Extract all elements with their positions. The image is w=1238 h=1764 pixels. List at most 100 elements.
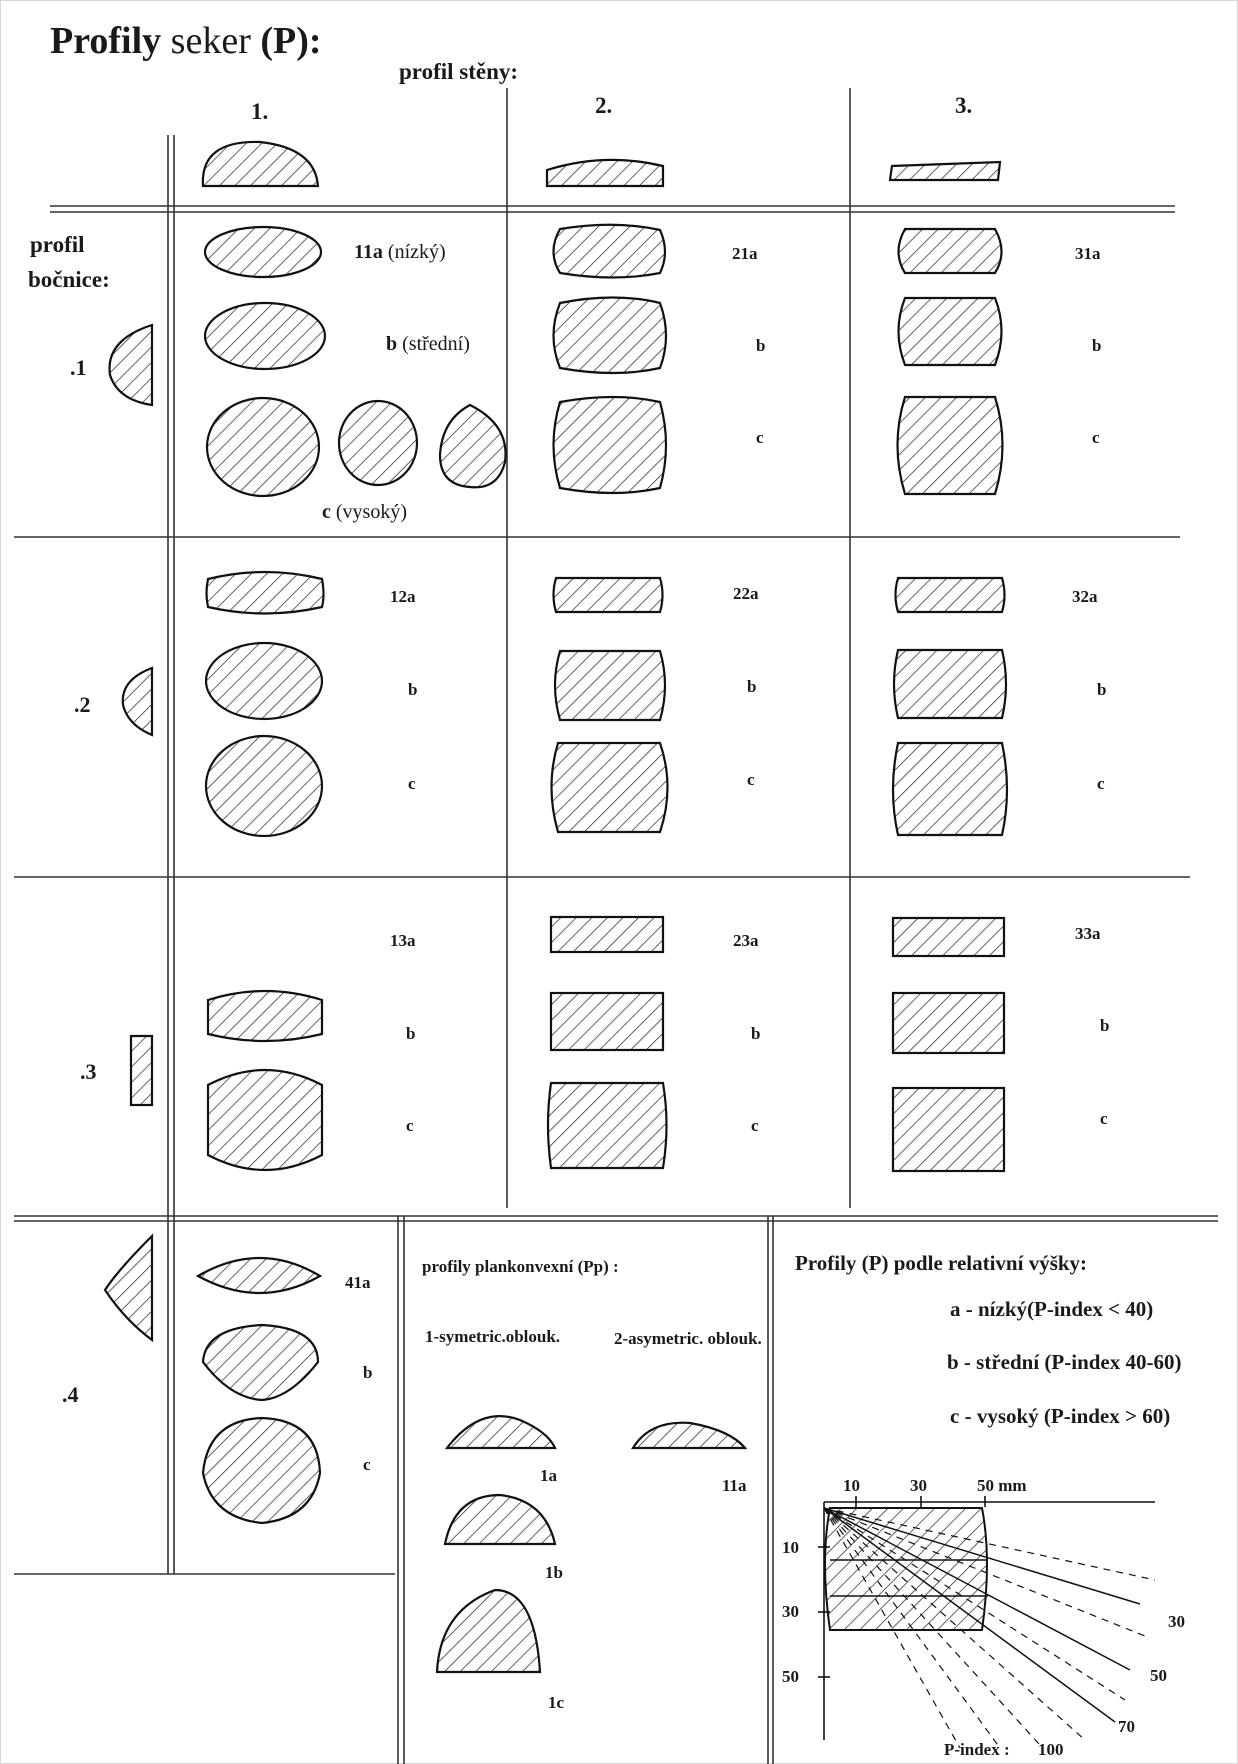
label-12a: 12a (390, 587, 416, 606)
shape-31b (897, 296, 1003, 367)
side-profile-1 (108, 323, 154, 407)
column-header-1: 1. (251, 99, 269, 124)
shape-21c (552, 395, 668, 495)
label-41a: 41a (345, 1273, 371, 1292)
shape-11c-2 (337, 399, 419, 487)
label-33a: 33a (1075, 924, 1101, 943)
shape-12a (205, 570, 325, 615)
p-index-diagram (818, 1496, 1156, 1749)
label-32b: b (1097, 680, 1107, 699)
plankonvex-title: profily plankonvexní (Pp) : (422, 1257, 619, 1276)
wall-profile-2 (545, 158, 665, 188)
shape-23c (546, 1081, 668, 1170)
label-33b: b (1100, 1016, 1110, 1035)
shape-22c (550, 741, 669, 834)
shape-23a (549, 915, 665, 954)
label-13a: 13a (390, 931, 416, 950)
shape-13c (206, 1068, 324, 1172)
row-label-1: .1 (70, 355, 87, 380)
label-13c: c (406, 1116, 414, 1135)
axis-right-tick-30: 30 (1168, 1612, 1185, 1631)
plankonvex-asymmetric: 2-asymetric. oblouk. (614, 1329, 762, 1348)
label-32a: 32a (1072, 587, 1098, 606)
shape-22a (552, 576, 664, 614)
axis-top-tick-50: 50 mm (977, 1476, 1027, 1495)
label-11b: b (střední) (386, 333, 470, 355)
side-profile-header-line2: bočnice: (28, 267, 110, 292)
label-12b: b (408, 680, 418, 699)
shape-11b (203, 301, 327, 371)
label-23c: c (751, 1116, 759, 1135)
shape-21a (552, 223, 667, 279)
shape-32a (894, 576, 1006, 614)
shape-11c-1 (205, 396, 321, 498)
plankonvex-label-1b: 1b (545, 1563, 563, 1582)
axis-left-tick-30: 30 (782, 1602, 799, 1621)
label-21c: c (756, 428, 764, 447)
label-33c: c (1100, 1109, 1108, 1128)
shape-21b (552, 296, 668, 375)
axis-top-tick-10: 10 (843, 1476, 860, 1495)
side-profile-4 (103, 1233, 154, 1343)
wall-profile-3 (888, 160, 1002, 182)
shape-23b (549, 991, 665, 1052)
axis-right-tick-50: 50 (1150, 1666, 1167, 1685)
shape-33c (891, 1086, 1006, 1173)
shape-pp-1c (435, 1588, 542, 1674)
label-31b: b (1092, 336, 1102, 355)
label-12c: c (408, 774, 416, 793)
label-23b: b (751, 1024, 761, 1043)
legend-a: a - nízký(P-index < 40) (950, 1297, 1154, 1321)
plankonvex-label-11a: 11a (722, 1476, 747, 1495)
plankonvex-label-1a: 1a (540, 1466, 557, 1485)
page-title: Profily seker (P): (50, 20, 322, 62)
side-profile-3 (129, 1034, 154, 1107)
row-label-4: .4 (62, 1382, 79, 1407)
label-11a: 11a (nízký) (354, 241, 446, 263)
label-32c: c (1097, 774, 1105, 793)
shape-11a (203, 225, 323, 279)
shape-41a (195, 1256, 323, 1295)
shape-31a (897, 227, 1003, 275)
label-22c: c (747, 770, 755, 789)
legend-title: Profily (P) podle relativní výšky: (795, 1251, 1088, 1275)
shape-12b (204, 641, 324, 721)
axis-left-tick-50: 50 (782, 1667, 799, 1686)
label-22b: b (747, 677, 757, 696)
shape-12c (204, 734, 324, 838)
shape-pp-1b (443, 1493, 557, 1546)
shape-13b (206, 989, 324, 1043)
shape-32c (891, 741, 1009, 837)
label-13b: b (406, 1024, 416, 1043)
shape-pp-11a (631, 1421, 748, 1450)
column-header-3: 3. (955, 93, 973, 118)
wall-profile-header: profil stěny: (399, 59, 519, 84)
shape-33b (891, 991, 1006, 1055)
shape-32b (892, 648, 1008, 720)
label-22a: 22a (733, 584, 759, 603)
shape-pp-1a (444, 1415, 557, 1450)
wall-profile-1 (201, 140, 320, 188)
shape-33a (891, 916, 1006, 958)
shape-11c-3 (438, 403, 507, 489)
side-profile-header-line1: profil (30, 232, 85, 257)
label-41b: b (363, 1363, 373, 1382)
axis-right-tick-70: 70 (1118, 1717, 1135, 1736)
row-label-2: .2 (74, 692, 91, 717)
label-31a: 31a (1075, 244, 1101, 263)
label-41c: c (363, 1455, 371, 1474)
shape-41c (201, 1416, 322, 1525)
label-23a: 23a (733, 931, 759, 950)
shape-22b (553, 649, 667, 722)
column-header-2: 2. (595, 93, 613, 118)
shape-41b (201, 1323, 320, 1402)
shape-31c (896, 395, 1004, 496)
label-21b: b (756, 336, 766, 355)
label-11c: c (vysoký) (322, 501, 407, 523)
row-label-3: .3 (80, 1059, 97, 1084)
legend-b: b - střední (P-index 40-60) (947, 1350, 1182, 1374)
label-21a: 21a (732, 244, 758, 263)
